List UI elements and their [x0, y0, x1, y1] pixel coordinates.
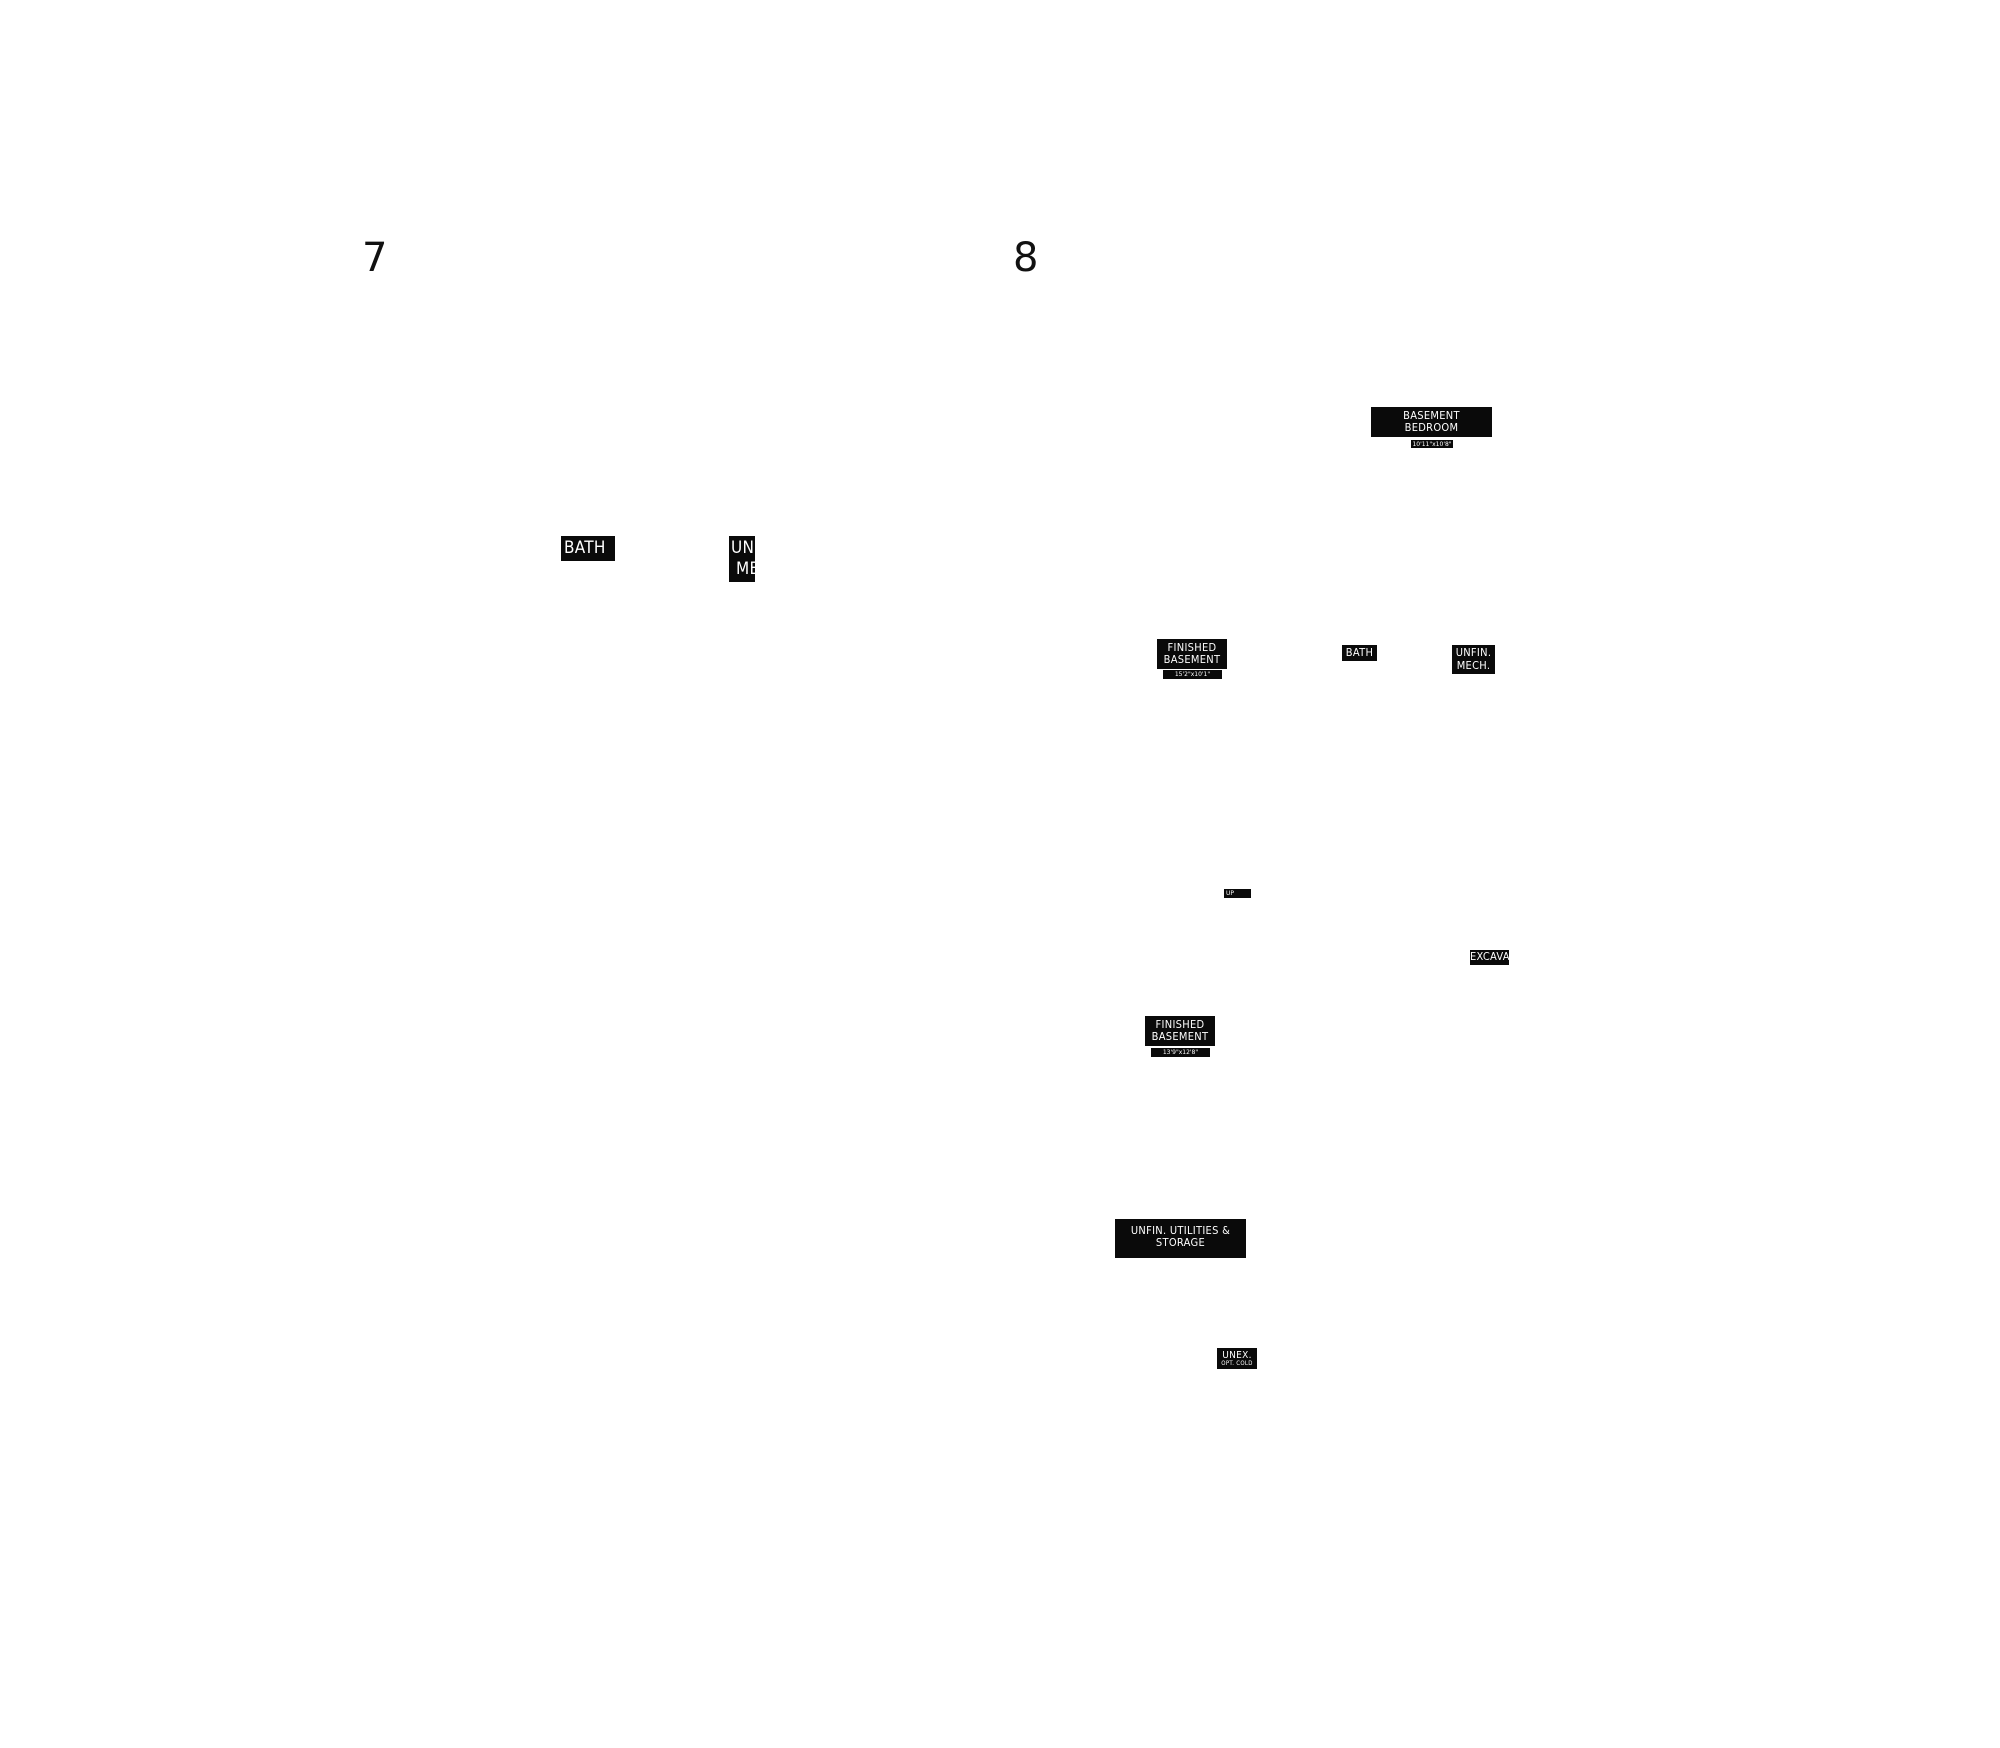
- room-label-text: BATH: [1345, 645, 1374, 659]
- room-label-unfin-mech-p7: UN ME: [729, 536, 755, 582]
- stair-label-up: UP: [1224, 889, 1251, 898]
- room-label-finished-basement-1: FINISHED BASEMENT: [1157, 639, 1227, 669]
- room-dimensions-finished-basement-2: 13'9"x12'8": [1151, 1048, 1210, 1057]
- area-label-text: EXCAVA: [1470, 950, 1509, 964]
- room-label-bath-p8: BATH: [1342, 645, 1377, 661]
- area-label-excavation: EXCAVA: [1470, 950, 1509, 965]
- room-label-finished-basement-2: FINISHED BASEMENT: [1145, 1016, 1215, 1046]
- room-label-line2: ME: [736, 559, 755, 579]
- room-label-line1: UN: [731, 537, 755, 558]
- room-label-unex-cold-storage: UNEX. OPT. COLD: [1217, 1348, 1257, 1369]
- page-number-8: 8: [1013, 235, 1039, 281]
- room-dimensions-finished-basement-1: 15'2"x10'1": [1163, 670, 1222, 679]
- room-label-line1: UNEX.: [1222, 1349, 1252, 1361]
- room-label-bath-p7: BATH: [561, 536, 615, 561]
- room-label-line1: FINISHED: [1155, 1017, 1205, 1031]
- room-label-unfin-mech-p8: UNFIN. MECH.: [1452, 645, 1495, 674]
- page-number-7: 7: [362, 235, 388, 281]
- room-label-line2: MECH.: [1456, 658, 1491, 672]
- room-label-line2: STORAGE: [1155, 1236, 1206, 1250]
- room-dimensions-basement-bedroom: 10'11"x10'8": [1411, 440, 1453, 448]
- room-label-line2: BASEMENT: [1151, 1030, 1209, 1043]
- room-label-line1: UNFIN. UTILITIES &: [1130, 1224, 1231, 1237]
- room-label-line1: FINISHED: [1167, 640, 1217, 654]
- room-label-line2: OPT. COLD: [1221, 1359, 1253, 1367]
- room-label-line2: BASEMENT: [1163, 653, 1221, 666]
- room-label-line1: BASEMENT: [1403, 408, 1460, 422]
- room-label-line2: BEDROOM: [1404, 421, 1459, 434]
- room-label-basement-bedroom: BASEMENT BEDROOM: [1371, 407, 1492, 437]
- room-label-text: BATH: [564, 537, 606, 558]
- room-label-unfin-utilities-storage: UNFIN. UTILITIES & STORAGE: [1115, 1219, 1246, 1258]
- room-label-line1: UNFIN.: [1455, 646, 1492, 660]
